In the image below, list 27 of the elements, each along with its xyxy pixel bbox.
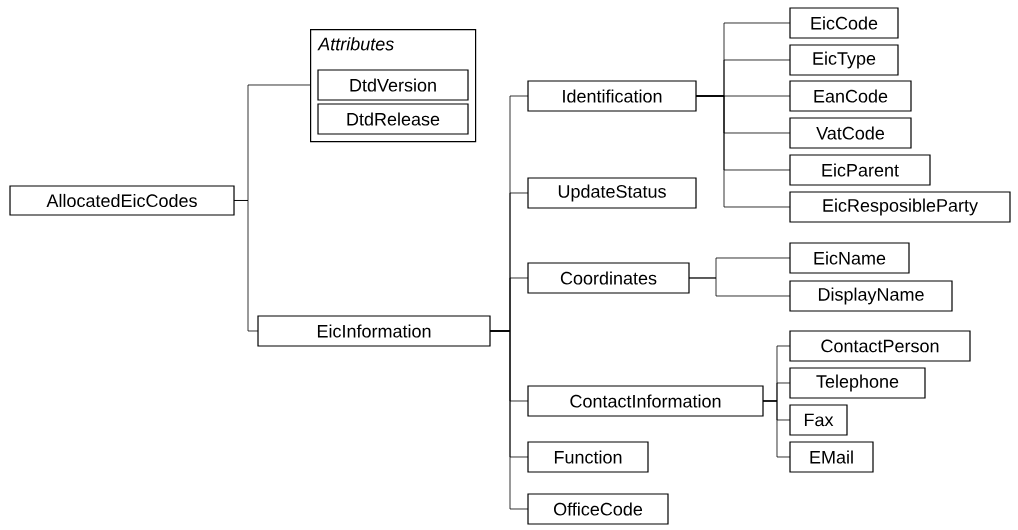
element-box: DtdRelease: [317, 103, 469, 135]
element-box: EMail: [789, 441, 874, 473]
element-box: EanCode: [789, 80, 912, 112]
connector-line: [688, 277, 791, 297]
element-box: ContactPerson: [789, 330, 971, 362]
element-box: AllocatedEicCodes: [9, 185, 235, 216]
element-box: EicParent: [789, 154, 931, 186]
connector-line: [762, 400, 791, 458]
connector-line: [489, 330, 529, 510]
element-box: EicResposibleParty: [789, 191, 1011, 223]
element-box: EicType: [789, 44, 899, 76]
element-box: DtdVersion: [317, 69, 469, 101]
element-box: UpdateStatus: [527, 177, 697, 209]
element-box: OfficeCode: [527, 493, 669, 525]
element-box: ContactInformation: [527, 385, 764, 417]
element-box: EicCode: [789, 7, 899, 39]
connector-line: [233, 200, 259, 332]
element-box: Identification: [527, 80, 697, 112]
element-box: Coordinates: [527, 262, 690, 294]
element-box: EicName: [789, 242, 910, 274]
element-box: Telephone: [789, 367, 926, 399]
element-box: Function: [527, 441, 649, 473]
element-box: VatCode: [789, 117, 912, 149]
element-box: Fax: [789, 404, 848, 436]
connector-line: [695, 95, 791, 208]
element-box: EicInformation: [257, 315, 491, 347]
element-box: DisplayName: [789, 280, 953, 312]
